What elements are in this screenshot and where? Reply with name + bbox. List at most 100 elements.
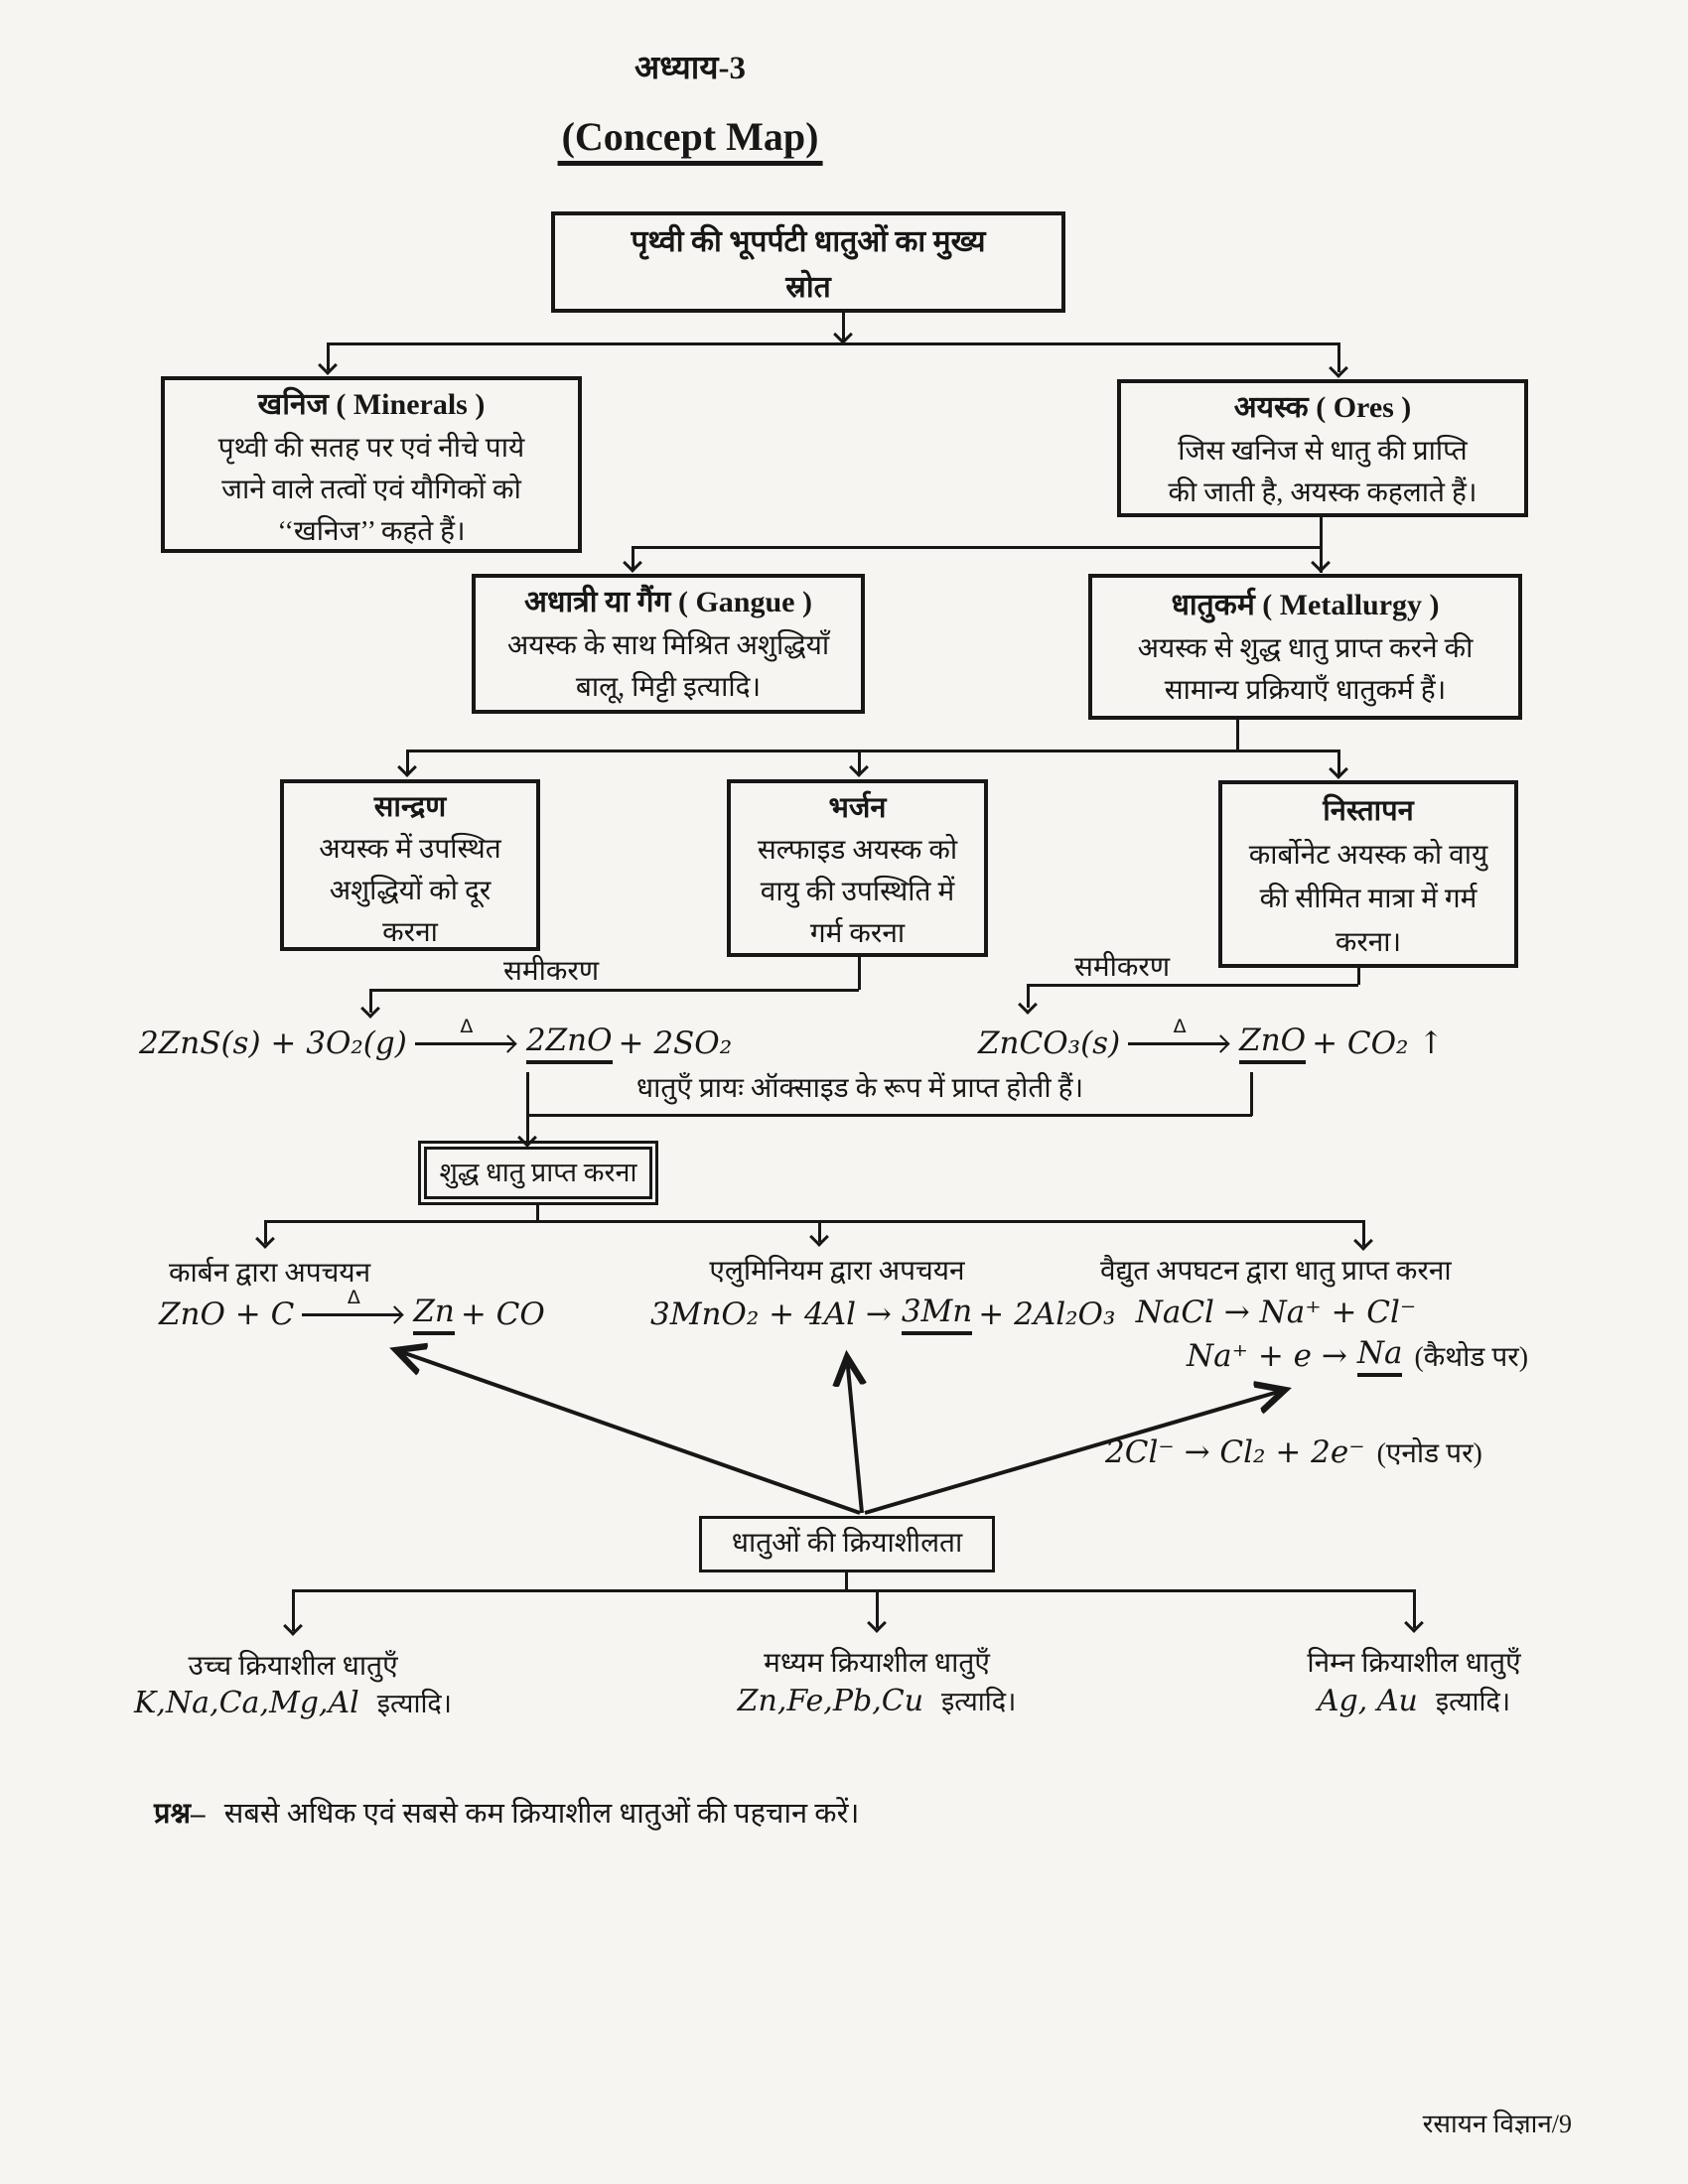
delta-symbol: Δ bbox=[1173, 1016, 1187, 1037]
connector-line bbox=[1337, 750, 1340, 775]
group-low-label: निम्न क्रियाशील धातुएँ bbox=[1307, 1648, 1521, 1679]
group-high-suffix: इत्यादि। bbox=[376, 1689, 453, 1718]
arrow-head-icon bbox=[498, 1033, 517, 1053]
arrow-down-icon bbox=[1311, 553, 1331, 573]
node-concentration-line: अयस्क में उपस्थित bbox=[319, 834, 501, 865]
arrow-down-icon bbox=[623, 553, 642, 573]
page-title: (Concept Map) bbox=[557, 113, 823, 166]
arrow-shaft bbox=[302, 1313, 402, 1316]
node-source-line2: स्रोत bbox=[785, 271, 831, 304]
connector-line bbox=[858, 750, 861, 773]
connector-line bbox=[633, 546, 1322, 549]
electrolysis-eq1: NaCl → Na⁺ + Cl⁻ bbox=[1136, 1290, 1417, 1335]
node-metallurgy: धातुकर्म ( Metallurgy ) अयस्क से शुद्ध ध… bbox=[1088, 574, 1522, 720]
node-roasting-line: गर्म करना bbox=[809, 918, 906, 949]
carbon-eq-product: Zn bbox=[413, 1294, 455, 1335]
node-minerals-line: पृथ्वी की सतह पर एवं नीचे पाये bbox=[217, 433, 525, 464]
connector-line bbox=[292, 1589, 295, 1631]
connector-line bbox=[1357, 967, 1360, 985]
arrow-down-icon bbox=[283, 1616, 303, 1636]
node-gangue: अधात्री या गैंग ( Gangue ) अयस्क के साथ … bbox=[472, 574, 865, 714]
connector-line bbox=[818, 1220, 821, 1242]
branch-carbon-label: कार्बन द्वारा अपचयन bbox=[169, 1258, 371, 1289]
page-footer: रसायन विज्ञान/9 bbox=[1422, 2110, 1572, 2138]
arrow-down-icon bbox=[517, 1128, 537, 1148]
branch-aluminium-label: एलुमिनियम द्वारा अपचयन bbox=[709, 1256, 965, 1287]
arrow-down-icon bbox=[1329, 759, 1348, 779]
arrow-head-icon bbox=[385, 1304, 405, 1324]
equation-label-left: समीकरण bbox=[502, 956, 600, 987]
group-low-metals: Ag, Au इत्यादि। bbox=[1318, 1682, 1510, 1718]
arrow-down-icon bbox=[833, 325, 853, 344]
node-calcination-line: कार्बोनेट अयस्क को वायु bbox=[1248, 840, 1488, 871]
delta-symbol: Δ bbox=[460, 1016, 474, 1037]
delta-arrow-icon: Δ bbox=[1128, 1016, 1231, 1058]
connector-line bbox=[327, 342, 330, 370]
question-label: प्रश्न– bbox=[154, 1798, 206, 1830]
group-low-suffix: इत्यादि। bbox=[1435, 1687, 1511, 1716]
connector-line bbox=[406, 750, 409, 773]
connector-line bbox=[1337, 342, 1340, 372]
group-medium-suffix: इत्यादि। bbox=[941, 1687, 1017, 1716]
group-medium-label: मध्यम क्रियाशील धातुएँ bbox=[764, 1648, 990, 1679]
node-source: पृथ्वी की भूपर्पटी धातुओं का मुख्य स्रोत bbox=[551, 211, 1065, 313]
arrow-shaft bbox=[1128, 1042, 1228, 1045]
node-ores-line: की जाती है, अयस्क कहलाते हैं। bbox=[1168, 478, 1477, 508]
aluminium-eq-product: 3Mn bbox=[901, 1294, 973, 1335]
node-reactivity-label: धातुओं की क्रियाशीलता bbox=[731, 1528, 963, 1559]
aluminium-eq-lhs: 3MnO₂ + 4Al → bbox=[650, 1297, 892, 1332]
equation-roasting: 2ZnS(s) + 3O₂(g) Δ 2ZnO + 2SO₂ bbox=[139, 1016, 733, 1066]
node-metallurgy-title: धातुकर्म ( Metallurgy ) bbox=[1171, 589, 1440, 621]
connector-line bbox=[1028, 984, 1358, 987]
electrolysis-eq2-tail: (कैथोड पर) bbox=[1414, 1342, 1529, 1373]
electrolysis-eq2-lhs: Na⁺ + e → bbox=[1187, 1338, 1347, 1374]
connector-line bbox=[536, 1202, 539, 1222]
group-medium-metals-list: Zn,Fe,Pb,Cu bbox=[737, 1684, 924, 1718]
equation-label-right: समीकरण bbox=[1073, 952, 1171, 983]
arrow-down-icon bbox=[397, 757, 417, 777]
delta-arrow-icon: Δ bbox=[302, 1287, 405, 1329]
node-roasting-line: सल्फाइड अयस्क को bbox=[757, 835, 958, 866]
delta-arrow-icon: Δ bbox=[414, 1016, 518, 1058]
connector-line bbox=[1413, 1589, 1416, 1628]
electrolysis-eq3: 2Cl⁻ → Cl₂ + 2e⁻ (एनोड पर) bbox=[1105, 1430, 1482, 1475]
arrow-down-icon bbox=[1353, 1231, 1373, 1251]
node-ores: अयस्क ( Ores ) जिस खनिज से धातु की प्राप… bbox=[1117, 379, 1528, 517]
node-gangue-line: बालू, मिट्टी इत्यादि। bbox=[575, 672, 762, 703]
node-pure-metal-label: शुद्ध धातु प्राप्त करना bbox=[439, 1158, 637, 1187]
node-ores-line: जिस खनिज से धातु की प्राप्ति bbox=[1178, 436, 1468, 467]
branch-electrolysis-label: वैद्युत अपघटन द्वारा धातु प्राप्त करना bbox=[1100, 1256, 1452, 1287]
electrolysis-eq2-product: Na bbox=[1356, 1335, 1403, 1377]
equation-roasting-tail: + 2SO₂ bbox=[618, 1025, 733, 1061]
node-roasting-title: भर्जन bbox=[828, 792, 887, 824]
group-high-metals: K,Na,Ca,Mg,Al इत्यादि। bbox=[134, 1684, 452, 1720]
question-text: सबसे अधिक एवं सबसे कम क्रियाशील धातुओं क… bbox=[223, 1798, 860, 1830]
branch-carbon-equation: ZnO + C Δ Zn + CO bbox=[159, 1287, 545, 1337]
node-roasting: भर्जन सल्फाइड अयस्क को वायु की उपस्थिति … bbox=[727, 779, 988, 957]
arrow-down-icon bbox=[1404, 1613, 1424, 1633]
node-calcination: निस्तापन कार्बोनेट अयस्क को वायु की सीमि… bbox=[1218, 780, 1518, 968]
group-medium-metals: Zn,Fe,Pb,Cu इत्यादि। bbox=[738, 1682, 1017, 1718]
arrow-down-icon bbox=[1018, 995, 1038, 1015]
node-minerals-title: खनिज ( Minerals ) bbox=[257, 388, 486, 421]
node-minerals: खनिज ( Minerals ) पृथ्वी की सतह पर एवं न… bbox=[161, 376, 582, 553]
aluminium-eq-tail: + 2Al₂O₃ bbox=[978, 1297, 1116, 1332]
connector-line bbox=[328, 342, 1339, 345]
question-line: प्रश्न– सबसे अधिक एवं सबसे कम क्रियाशील … bbox=[154, 1793, 859, 1832]
connector-line bbox=[293, 1589, 1415, 1592]
delta-symbol: Δ bbox=[347, 1287, 360, 1308]
arrow-down-icon bbox=[867, 1613, 887, 1633]
connector-line bbox=[264, 1220, 267, 1244]
node-minerals-line: ‘‘खनिज’’ कहते हैं। bbox=[277, 516, 466, 547]
electrolysis-eq1-text: NaCl → Na⁺ + Cl⁻ bbox=[1135, 1295, 1417, 1330]
equation-calcination-lhs: ZnCO₃(s) bbox=[978, 1025, 1121, 1061]
node-ores-title: अयस्क ( Ores ) bbox=[1233, 391, 1412, 424]
arrow-down-icon bbox=[360, 999, 380, 1019]
equation-calcination: ZnCO₃(s) Δ ZnO + CO₂ ↑ bbox=[978, 1016, 1444, 1066]
oxide-note: धातुएँ प्रायः ऑक्साइड के रूप में प्राप्त… bbox=[635, 1073, 1084, 1104]
arrow-down-icon bbox=[809, 1227, 829, 1247]
carbon-eq-lhs: ZnO + C bbox=[159, 1297, 295, 1332]
equation-roasting-lhs: 2ZnS(s) + 3O₂(g) bbox=[139, 1025, 407, 1061]
connector-line bbox=[370, 989, 859, 992]
